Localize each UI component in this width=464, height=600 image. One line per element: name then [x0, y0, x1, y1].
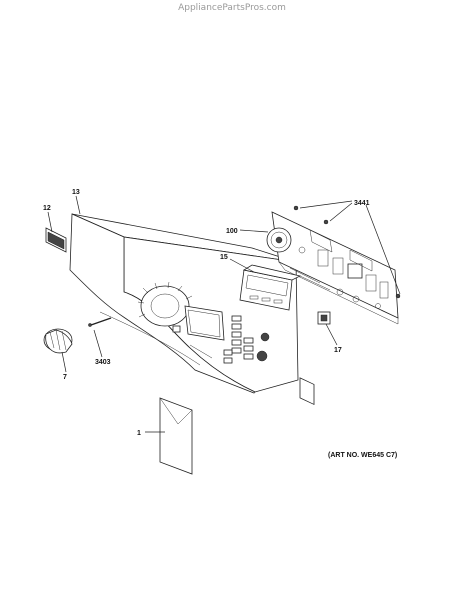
literature-part-1[interactable]: [159, 397, 193, 475]
callout-15: 15: [220, 254, 228, 261]
callout-7: 7: [63, 374, 67, 381]
nameplate-part-12[interactable]: [45, 227, 67, 253]
control-board-part-100[interactable]: [266, 211, 399, 406]
callout-17: 17: [334, 347, 342, 354]
callout-12: 12: [43, 205, 51, 212]
button-grid: [223, 315, 254, 364]
callout-13: 13: [72, 189, 80, 196]
callouts: 13 12 3441 100 15 17 3403 7 1: [43, 189, 370, 437]
screws-part-3441[interactable]: [293, 205, 401, 299]
screw-part-3403[interactable]: [88, 317, 112, 327]
callout-3403: 3403: [95, 359, 111, 366]
leader-lines: [47, 195, 401, 433]
display-module-part-15[interactable]: [239, 264, 302, 311]
knob-part-7[interactable]: [43, 328, 73, 354]
switch-part-17[interactable]: [317, 311, 331, 325]
callout-3441: 3441: [354, 200, 370, 207]
watermark: AppliancePartsPros.com: [178, 3, 286, 13]
control-panel-part-13[interactable]: [69, 213, 299, 394]
callout-100: 100: [226, 228, 238, 235]
art-number: (ART NO. WE645 C7): [328, 452, 398, 459]
callout-1: 1: [137, 430, 141, 437]
